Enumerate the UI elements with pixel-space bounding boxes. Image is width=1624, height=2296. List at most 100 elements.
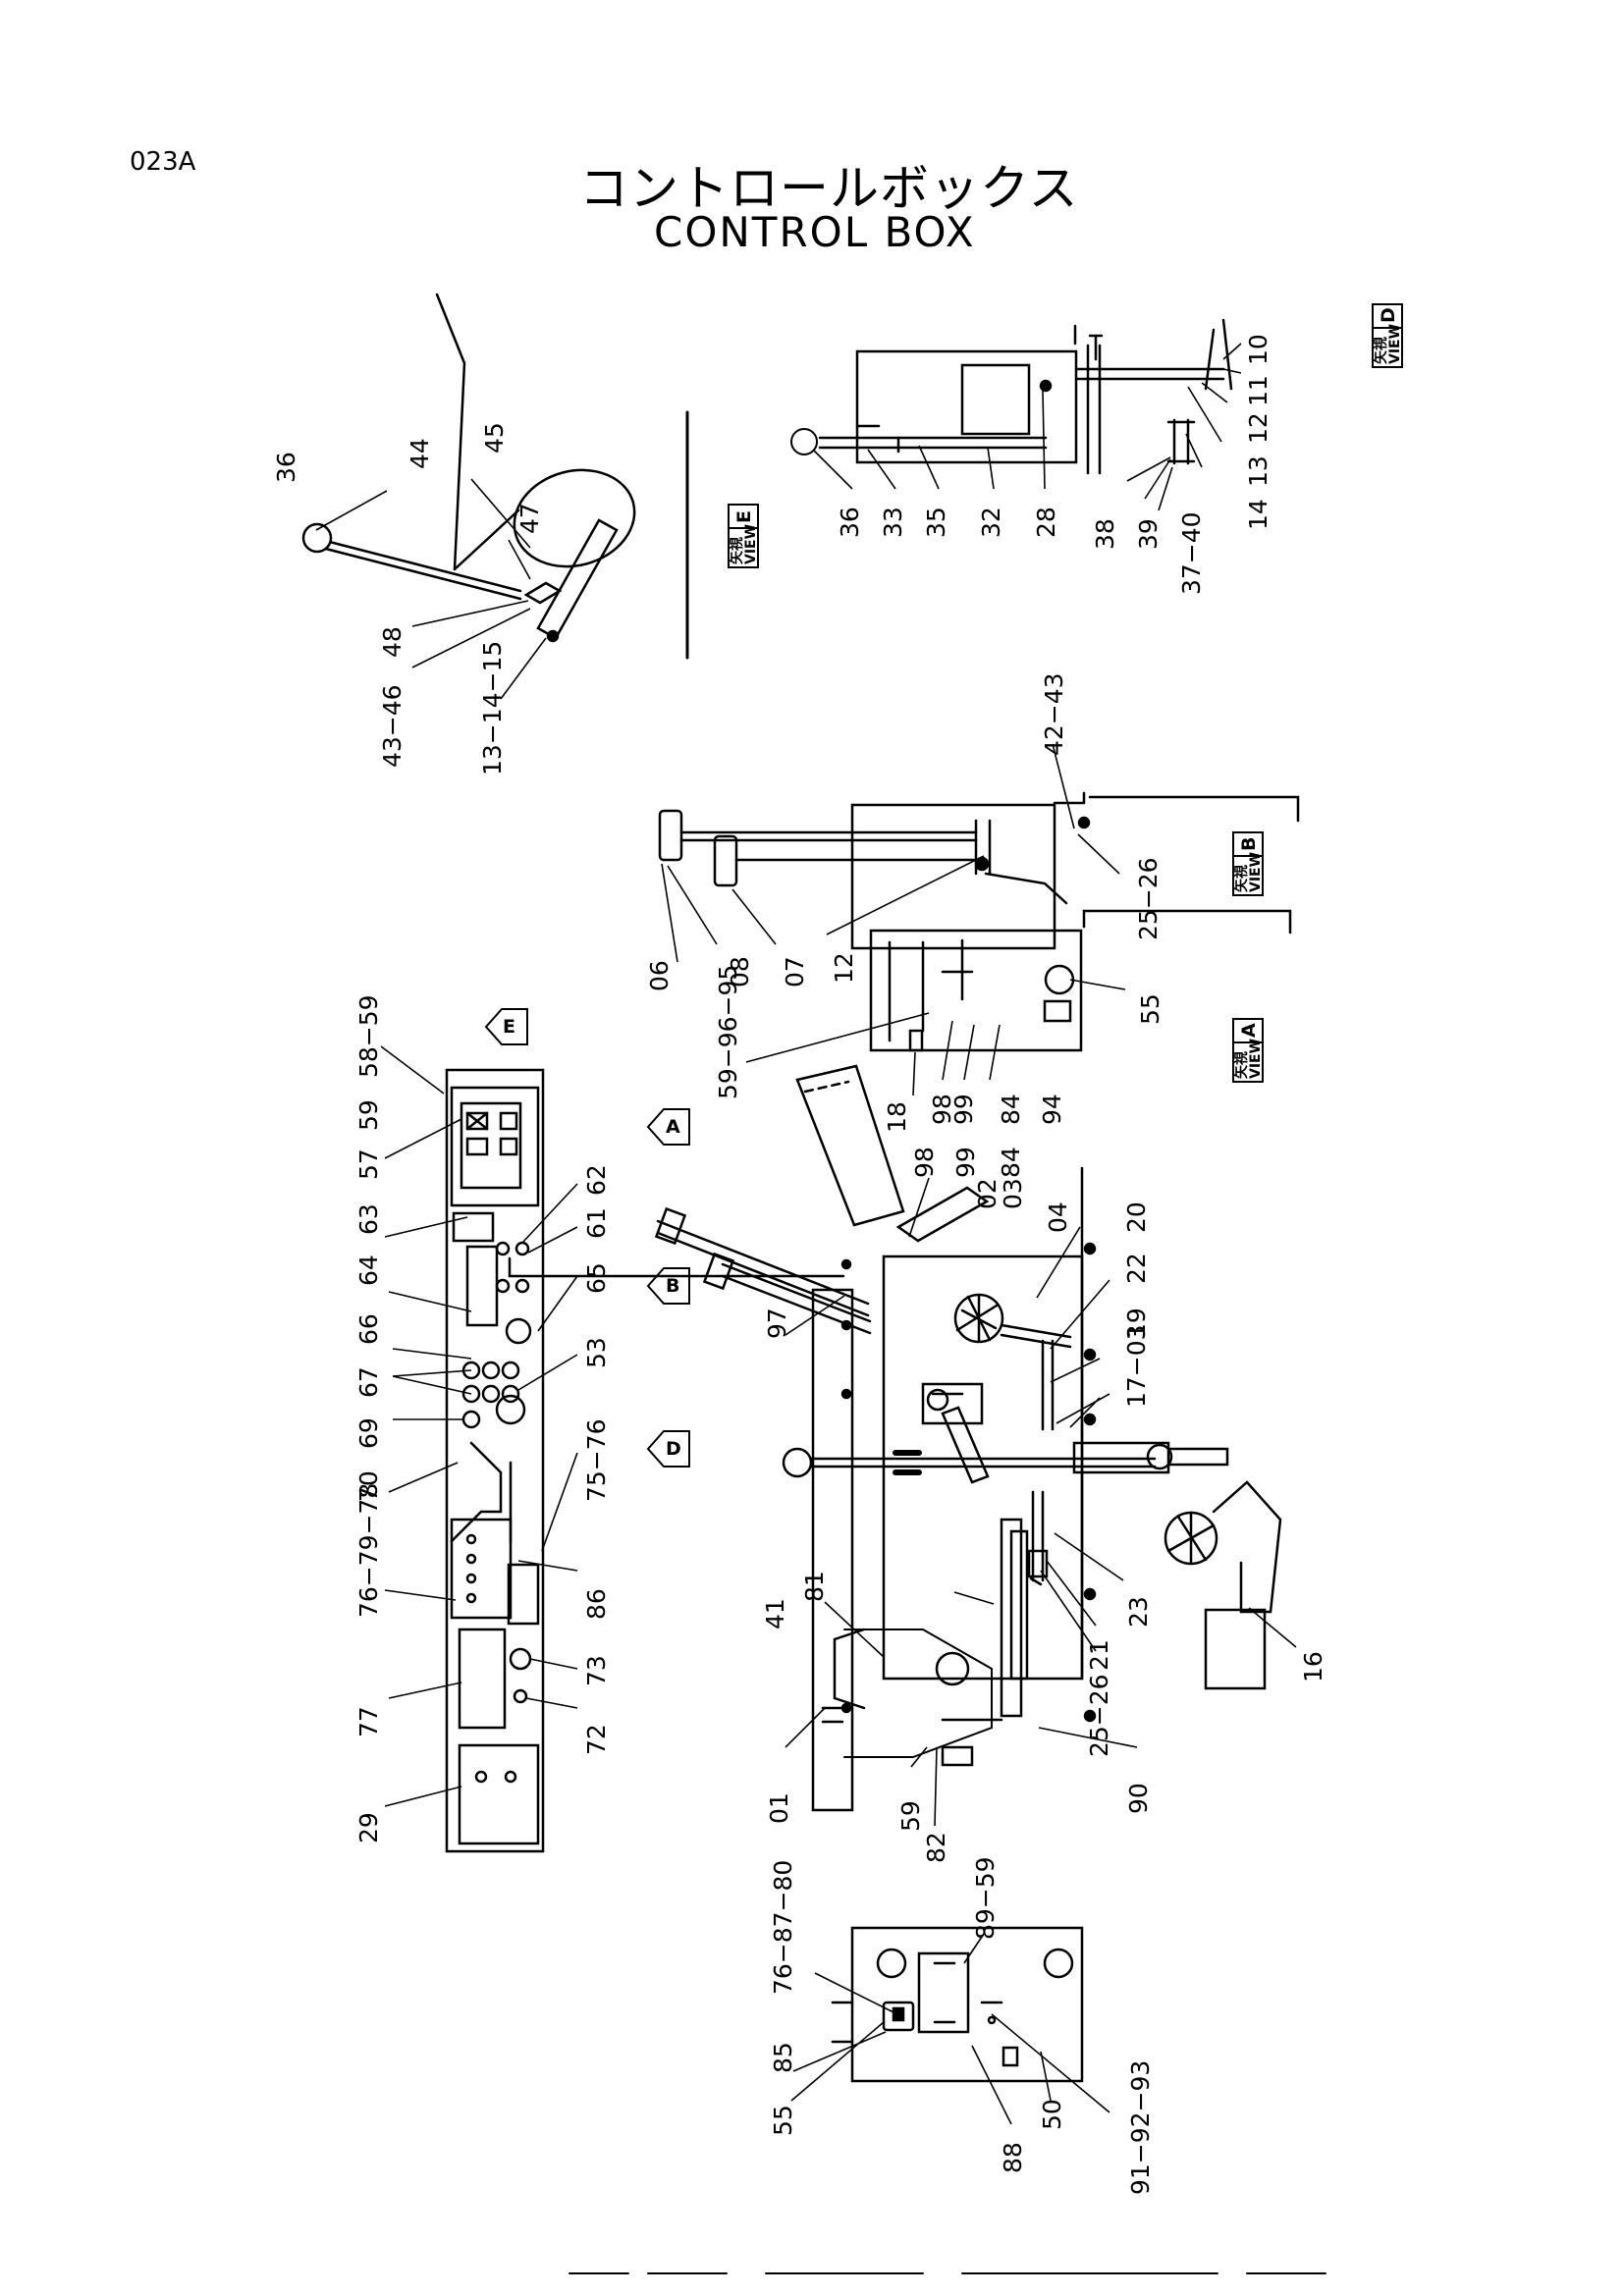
part-label: 73: [582, 1655, 611, 1686]
view-letter: B: [1238, 837, 1260, 851]
part-label: 84: [997, 1147, 1025, 1178]
part-label: 18: [883, 1101, 911, 1133]
part-label: 94: [1038, 1094, 1066, 1125]
part-label: 47: [515, 503, 544, 534]
view-tag-top: 矢視: [729, 537, 745, 564]
part-label: 81: [800, 1571, 829, 1602]
part-labels: 10 11 12 13 14 37−40 39 38 28 32 35 33 3…: [272, 334, 1327, 2195]
part-label: 97: [763, 1308, 791, 1339]
view-tag-bottom: VIEW: [1248, 852, 1264, 892]
direction-arrows: [484, 1008, 690, 1468]
part-label: 11: [1244, 375, 1272, 406]
leader-lines: [315, 343, 1297, 2125]
arrow-label: B: [666, 1275, 679, 1297]
part-label: 59−96−95: [714, 965, 742, 1099]
part-label: 53: [582, 1337, 611, 1368]
part-label: 72: [582, 1724, 611, 1755]
view-letter: E: [733, 510, 755, 523]
arrow-label: D: [666, 1438, 681, 1460]
part-label: 86: [582, 1588, 611, 1620]
part-label: 75−76: [582, 1418, 611, 1502]
view-e-assembly: [301, 293, 689, 660]
part-label: 55: [1136, 993, 1164, 1025]
part-label: 28: [1032, 507, 1060, 538]
part-label: 20: [1122, 1201, 1151, 1233]
part-label: 98: [928, 1094, 956, 1125]
view-tag-top: 矢視: [1233, 1051, 1250, 1079]
part-label: 35: [922, 507, 950, 538]
part-label: 19: [1122, 1308, 1151, 1339]
view-a-assembly: [869, 909, 1292, 1052]
part-label: 70: [354, 1470, 383, 1502]
part-label: 76−79−78: [354, 1483, 383, 1618]
part-label: 17−03: [1122, 1324, 1151, 1408]
part-label: 13: [1244, 455, 1272, 487]
view-tag-b: 矢視 VIEW B: [1232, 831, 1264, 896]
part-label: 41: [761, 1598, 789, 1629]
view-letter: D: [1378, 307, 1399, 323]
part-label: 29: [354, 1812, 383, 1843]
part-label: 77: [354, 1706, 383, 1737]
view-tag-top: 矢視: [1373, 337, 1389, 364]
part-label: 04: [1044, 1201, 1072, 1233]
part-label: 99: [951, 1147, 980, 1178]
part-label: 23: [1124, 1596, 1153, 1628]
title-english: CONTROL BOX: [654, 208, 976, 256]
view-tag-top: 矢視: [1233, 865, 1250, 892]
part-label: 32: [977, 507, 1005, 538]
part-label: 91−92−93: [1126, 2060, 1155, 2195]
part-label: 07: [781, 956, 809, 988]
part-label: 84: [997, 1094, 1025, 1125]
part-label: 02: [973, 1178, 1001, 1209]
part-label: 25−26: [1085, 1674, 1113, 1757]
view-d-assembly: [790, 318, 1233, 475]
part-label: 89−59: [971, 1856, 1000, 1940]
page-code: 023A: [130, 147, 196, 177]
part-label: 43−46: [378, 684, 406, 768]
part-label: 59: [354, 1099, 383, 1131]
part-label: 03: [999, 1178, 1027, 1209]
part-label: 82: [922, 1832, 950, 1863]
part-label: 22: [1122, 1253, 1151, 1284]
view-tag-d: 矢視 VIEW D: [1372, 303, 1403, 368]
part-label: 12: [1244, 412, 1272, 444]
part-label: 67: [354, 1366, 383, 1398]
part-label: 85: [769, 2042, 797, 2073]
part-label: 38: [1091, 518, 1119, 550]
part-label: 69: [354, 1417, 383, 1449]
part-label: 42−43: [1040, 672, 1068, 756]
part-label: 61: [582, 1207, 611, 1239]
part-label: 10: [1244, 334, 1272, 365]
view-tag-bottom: VIEW: [1248, 1039, 1264, 1079]
part-label: 59: [896, 1800, 925, 1832]
view-b-assembly: [658, 791, 1300, 950]
view-tag-bottom: VIEW: [1387, 324, 1403, 364]
part-label: 88: [999, 2142, 1027, 2173]
part-label: 13−14−15: [478, 641, 507, 775]
part-label: 21: [1085, 1639, 1113, 1671]
control-panel: [445, 1068, 545, 1853]
part-label: 55: [769, 2105, 797, 2136]
part-label: 45: [480, 422, 509, 454]
arrow-label: E: [503, 1016, 515, 1038]
direction-arrow-labels: E A B D: [503, 1016, 681, 1460]
part-label: 39: [1134, 518, 1163, 550]
part-label: 25−26: [1134, 857, 1163, 940]
bottom-assembly: [831, 1926, 1084, 2083]
part-label: 01: [765, 1792, 793, 1824]
view-tag-e: 矢視 VIEW E: [728, 504, 759, 568]
part-label: 65: [582, 1262, 611, 1294]
main-assembly: [508, 1064, 1282, 1812]
part-label: 90: [1124, 1783, 1153, 1814]
view-letter: A: [1238, 1023, 1260, 1038]
part-label: 99: [949, 1094, 978, 1125]
part-label: 62: [582, 1164, 611, 1196]
view-tag-a: 矢視 VIEW A: [1232, 1018, 1264, 1083]
part-label: 48: [378, 626, 406, 658]
part-label: 36: [836, 507, 864, 538]
part-label: 64: [354, 1255, 383, 1286]
part-label: 12: [830, 952, 858, 984]
part-label: 06: [645, 960, 674, 991]
part-label: 63: [354, 1203, 383, 1235]
